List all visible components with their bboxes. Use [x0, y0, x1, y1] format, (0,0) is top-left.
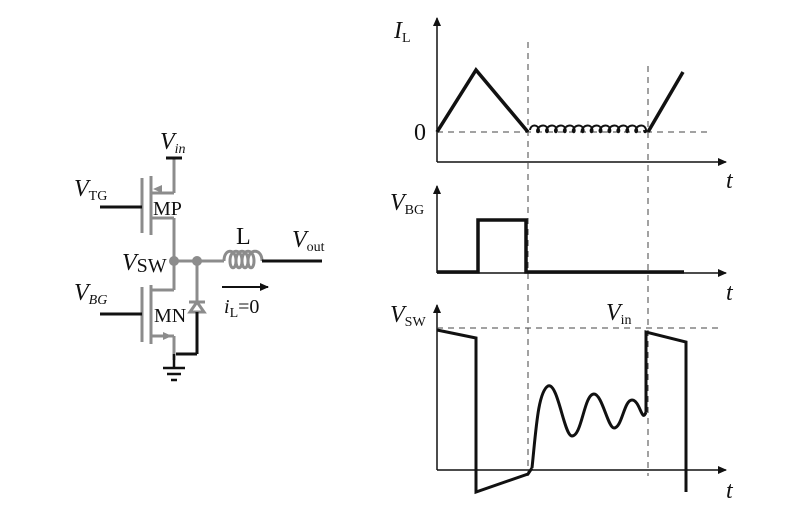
il-ylabel: IL	[393, 18, 411, 46]
il-triangle-trace	[435, 67, 530, 134]
vsw-second-switch-trace	[644, 330, 688, 492]
il-xlabel: t	[726, 168, 734, 194]
mp-arrow-icon	[153, 185, 162, 193]
vsw-ylabel: VSW	[390, 302, 426, 330]
vtg-label: VTG	[74, 176, 107, 204]
il-plot	[433, 17, 727, 166]
waveform-plots	[433, 17, 727, 495]
il-ramp-trace	[646, 71, 685, 133]
mn-label: MN	[154, 305, 186, 327]
vbg-plot	[433, 185, 727, 277]
vsw-vin-label: Vin	[606, 300, 632, 328]
vsw-plot	[433, 304, 727, 495]
inductor-coil	[222, 249, 264, 270]
vbg-pulse-trace	[437, 218, 684, 274]
il-ripple-trace	[529, 124, 648, 134]
vsw-label: VSW	[122, 250, 167, 277]
mp-label: MP	[153, 198, 182, 220]
ground-icon	[163, 354, 185, 382]
mn-arrow-icon	[163, 332, 172, 340]
sw-node-dot	[169, 256, 179, 266]
vbg-xlabel: t	[726, 280, 734, 306]
il-zero-label: 0	[414, 120, 426, 146]
vbg-label: VBG	[74, 280, 107, 308]
inductor-label: L	[236, 224, 251, 250]
vin-label: Vin	[160, 129, 186, 157]
vbg-ylabel: VBG	[390, 190, 424, 218]
circuit-schematic	[100, 156, 322, 382]
current-label: iL=0	[224, 296, 259, 321]
vsw-hard-switch-trace	[436, 328, 534, 495]
vout-label: Vout	[292, 227, 325, 255]
vsw-ringing-trace	[530, 384, 648, 469]
vsw-xlabel: t	[726, 478, 734, 504]
